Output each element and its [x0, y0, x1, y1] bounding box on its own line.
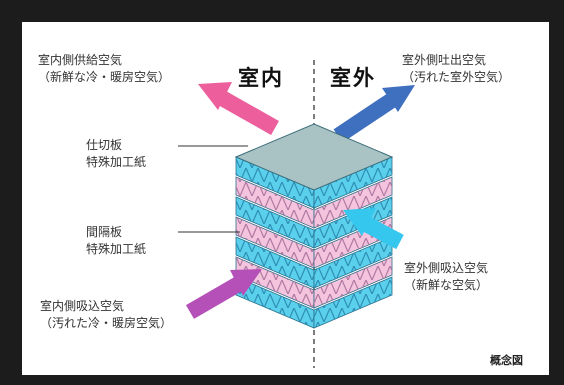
core-layer-left-pattern — [236, 197, 314, 248]
core-layer-left-pattern — [236, 177, 314, 228]
core-layer-left-pattern — [236, 277, 314, 328]
core-layer-right-pattern — [314, 277, 392, 328]
outdoor-heading: 室外 — [330, 66, 376, 90]
partition-material: 特殊加工紙 — [86, 155, 147, 169]
outdoor-exhaust-note: （汚れた室外空気） — [402, 70, 511, 84]
concept-diagram-caption: 概念図 — [490, 354, 523, 367]
indoor-supply-note: （新鮮な冷・暖房空気） — [38, 70, 171, 84]
core-layer-left-pattern — [236, 237, 314, 288]
core-layer-right-pattern — [314, 257, 392, 308]
partition-label: 仕切板 特殊加工紙 — [86, 137, 146, 171]
outdoor-intake-note: （新鮮な空気） — [404, 278, 489, 292]
spacer-title: 間隔板 — [86, 225, 123, 239]
outdoor-intake-label: 室外側吸込空気 （新鮮な空気） — [404, 260, 488, 294]
core-layer-right-pattern — [314, 237, 392, 288]
arrow-indoor-supply-icon — [198, 82, 279, 135]
indoor-heading: 室内 — [238, 66, 284, 90]
core-layer-left-pattern — [236, 157, 314, 208]
indoor-intake-label: 室内側吸込空気 （汚れた冷・暖房空気） — [40, 298, 172, 332]
indoor-supply-label: 室内側供給空気 （新鮮な冷・暖房空気） — [38, 52, 170, 86]
indoor-supply-title: 室内側供給空気 — [38, 53, 123, 67]
spacer-material: 特殊加工紙 — [86, 242, 147, 256]
core-top-plate — [234, 123, 394, 191]
arrow-indoor-intake-icon — [185, 269, 262, 319]
indoor-intake-title: 室内側吸込空気 — [40, 299, 125, 313]
outdoor-exhaust-title: 室外側吐出空気 — [402, 53, 487, 67]
core-layer-right-pattern — [314, 177, 392, 228]
outdoor-exhaust-label: 室外側吐出空気 （汚れた室外空気） — [402, 52, 510, 86]
partition-title: 仕切板 — [86, 138, 123, 152]
indoor-intake-note: （汚れた冷・暖房空気） — [40, 316, 173, 330]
outdoor-intake-title: 室外側吸込空気 — [404, 261, 489, 275]
arrow-outdoor-exhaust-icon — [333, 85, 415, 143]
spacer-label: 間隔板 特殊加工紙 — [86, 224, 146, 258]
core-layer-right-pattern — [314, 157, 392, 208]
arrow-outdoor-intake-icon — [343, 208, 404, 250]
core-layer-left-pattern — [236, 217, 314, 268]
